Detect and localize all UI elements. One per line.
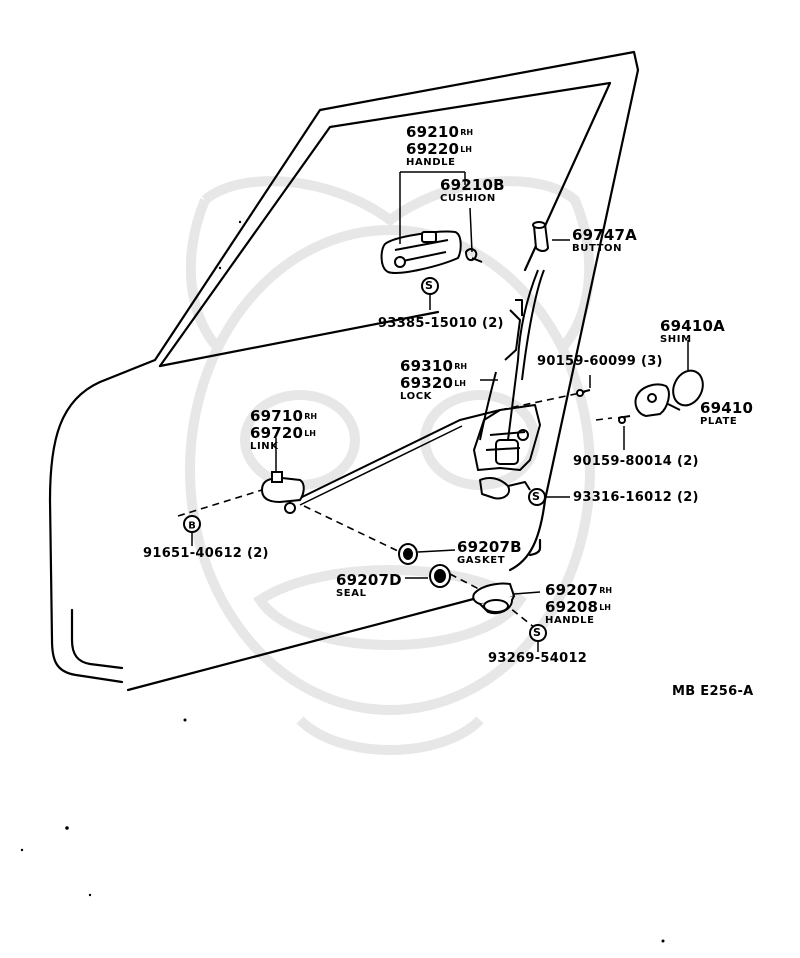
inside-handle-screw-symbol: S xyxy=(533,626,541,639)
inside-handle-screw-number: 93269-54012 xyxy=(488,651,588,666)
cushion-number: 69210B xyxy=(440,176,505,194)
plate-bolt-drawing xyxy=(617,415,631,450)
door-outline xyxy=(48,50,640,692)
screw-symbol-handle xyxy=(421,277,439,310)
screw-symbol-inside-handle xyxy=(529,624,547,652)
link-name: LINK xyxy=(250,441,279,452)
link-rh-number: 69710 xyxy=(250,407,304,425)
diagram-code: MB E256-A xyxy=(672,684,754,699)
handle-screw-symbol: S xyxy=(425,279,433,292)
lock-screw-symbol: S xyxy=(532,490,540,503)
clip-number: 91651-40612 (2) xyxy=(143,546,269,561)
lock-lh-number: 69320 xyxy=(400,374,454,392)
lock-assembly-drawing xyxy=(473,299,541,500)
connecting-rod xyxy=(299,409,501,499)
button-drawing xyxy=(507,221,550,441)
outside-handle-lh-number: 69220 xyxy=(406,140,460,158)
gasket-number: 69207B xyxy=(457,538,522,556)
gasket-drawing xyxy=(398,543,456,565)
handle-screw-number: 93385-15010 (2) xyxy=(378,316,504,331)
seal-number: 69207D xyxy=(336,571,402,589)
lock-name: LOCK xyxy=(400,391,433,402)
link-drawing xyxy=(260,471,305,514)
plate-bolt-number: 90159-80014 (2) xyxy=(573,454,699,469)
inside-handle-lh-number: 69208 xyxy=(545,598,599,616)
gasket-name: GASKET xyxy=(457,555,506,566)
outside-handle-rh-number: 69210 xyxy=(406,123,460,141)
lock-screw-number: 93316-16012 (2) xyxy=(573,490,699,505)
rh-mark: RH xyxy=(304,412,318,421)
striker-plate-drawing xyxy=(634,383,681,418)
inside-handle-label: 69207RH 69208LH HANDLE xyxy=(545,582,612,626)
clip-symbol: B xyxy=(183,515,201,546)
handle-callout-bracket xyxy=(399,171,473,253)
inside-handle-rh-number: 69207 xyxy=(545,581,599,599)
outside-handle-drawing xyxy=(380,230,462,274)
gasket-label: 69207B GASKET xyxy=(457,540,522,566)
shim-drawing xyxy=(672,340,704,407)
plate-name: PLATE xyxy=(700,416,738,427)
seal-drawing xyxy=(405,564,451,588)
cushion-name: CUSHION xyxy=(440,193,496,204)
svg-text:B: B xyxy=(188,521,196,532)
screw-symbol-lock xyxy=(528,488,570,506)
rh-mark: RH xyxy=(599,586,613,595)
plate-label: 69410 PLATE xyxy=(700,401,753,427)
rh-mark: RH xyxy=(454,362,468,371)
seal-name: SEAL xyxy=(336,588,367,599)
lock-bolt-drawing xyxy=(576,375,591,397)
lock-bolt-number: 90159-60099 (3) xyxy=(537,354,663,369)
rh-mark: RH xyxy=(460,128,474,137)
connecting-rod-inner xyxy=(299,425,463,506)
alignment-dashes xyxy=(177,391,613,633)
lh-mark: LH xyxy=(599,603,611,612)
link-label: 69710RH 69720LH LINK xyxy=(250,408,317,452)
shim-name: SHIM xyxy=(660,334,692,345)
lock-rh-number: 69310 xyxy=(400,357,454,375)
link-lh-number: 69720 xyxy=(250,424,304,442)
outside-handle-name: HANDLE xyxy=(406,157,456,168)
lh-mark: LH xyxy=(460,145,472,154)
plate-number: 69410 xyxy=(700,399,754,417)
outside-handle-label: 69210RH 69220LH HANDLE xyxy=(406,124,473,168)
print-specks xyxy=(20,220,665,943)
button-label: 69747A BUTTON xyxy=(572,228,637,254)
lh-mark: LH xyxy=(304,429,316,438)
cushion-drawing xyxy=(464,248,483,263)
cushion-label: 69210B CUSHION xyxy=(440,178,505,204)
seal-label: 69207D SEAL xyxy=(336,573,402,599)
shim-label: 69410A SHIM xyxy=(660,319,725,345)
lock-label: 69310RH 69320LH LOCK xyxy=(400,358,467,402)
lh-mark: LH xyxy=(454,379,466,388)
shim-number: 69410A xyxy=(660,317,725,335)
inside-handle-name: HANDLE xyxy=(545,615,595,626)
button-name: BUTTON xyxy=(572,243,623,254)
inside-handle-drawing xyxy=(472,582,541,615)
button-number: 69747A xyxy=(572,226,637,244)
